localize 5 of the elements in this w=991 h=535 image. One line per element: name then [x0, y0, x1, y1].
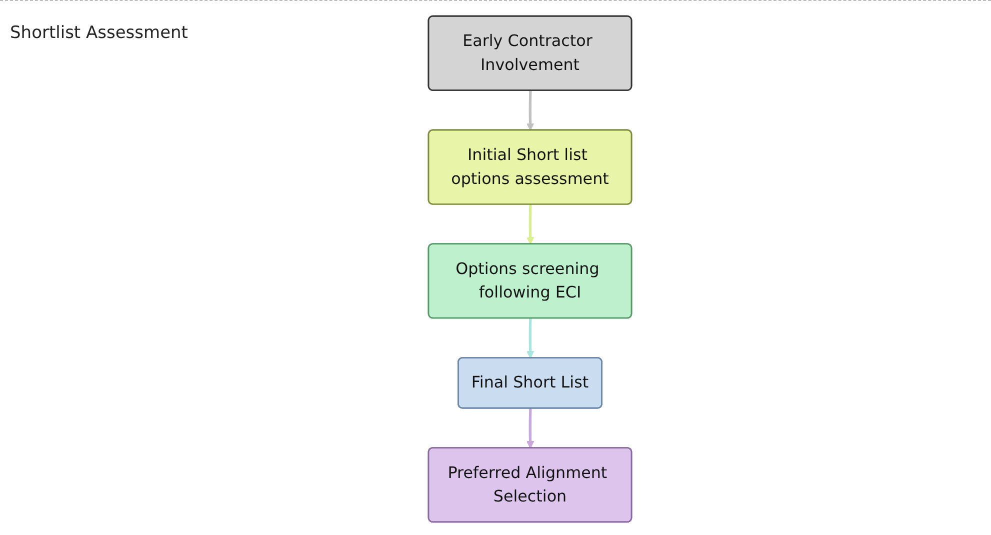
arrow [526, 204, 534, 245]
arrow [526, 90, 534, 131]
section-label: Shortlist Assessment [10, 23, 188, 43]
arrow [526, 318, 534, 359]
arrow [526, 408, 534, 449]
